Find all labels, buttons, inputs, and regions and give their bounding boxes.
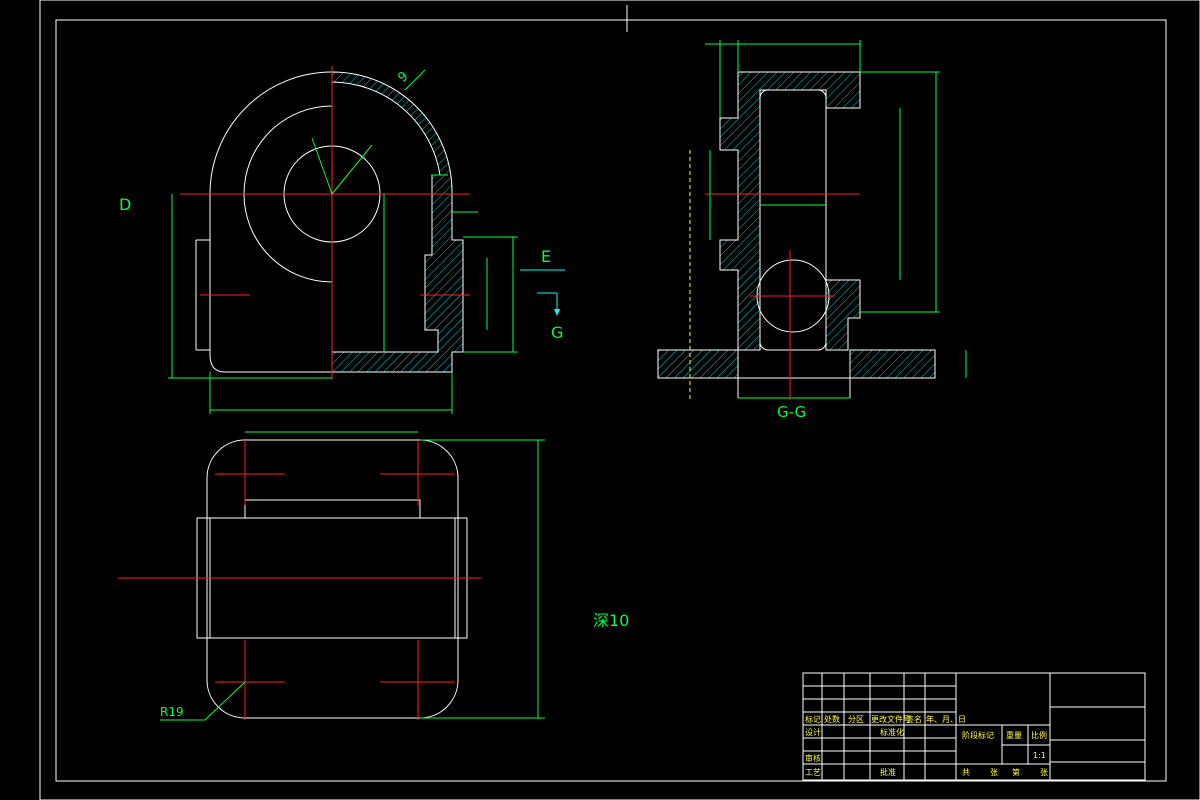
tb-zone: 分区 <box>848 715 864 724</box>
tb-design: 设计 <box>805 727 821 737</box>
gg-hatched-right <box>825 279 861 351</box>
front-outline <box>209 71 452 373</box>
tb-approve: 批准 <box>880 767 896 777</box>
tb-process: 工艺 <box>805 768 821 777</box>
gg-hatched-left <box>719 71 861 351</box>
tb-scale: 比例 <box>1031 730 1047 740</box>
tb-weight: 重量 <box>1006 730 1022 740</box>
angle-mark-label: 9 <box>395 69 411 86</box>
tb-mark: 标记 <box>805 714 821 724</box>
arrow-g-head <box>554 309 560 316</box>
tb-count: 处数 <box>824 714 840 724</box>
radius-line1 <box>331 144 373 195</box>
tb-stage-mark: 阶段标记 <box>962 730 994 740</box>
tb-sheet-no: 第 <box>1012 767 1020 777</box>
tb-review: 审核 <box>805 753 821 763</box>
tb-sheet: 张 <box>990 768 998 777</box>
radius-note: R19 <box>160 705 184 719</box>
tb-change-doc: 更改文件号 <box>871 714 911 724</box>
front-hatched-wall <box>331 71 464 373</box>
tb-sheet-end: 张 <box>1040 768 1048 777</box>
section-label-gg: G-G <box>777 403 806 421</box>
gg-base-left <box>657 349 739 379</box>
view-label-d: D <box>119 195 131 214</box>
tb-standardization: 标准化 <box>880 727 904 737</box>
title-block <box>802 672 1146 781</box>
gg-base-right <box>849 349 936 379</box>
top-slot <box>244 499 421 518</box>
r19-leader <box>204 681 246 721</box>
view-label-g: G <box>551 323 563 342</box>
tb-date: 年、月、日 <box>926 714 966 724</box>
drawing-frame <box>55 19 1167 782</box>
front-view <box>168 66 565 414</box>
depth-note: 深10 <box>593 611 629 630</box>
view-label-e: E <box>541 247 551 266</box>
angle-leader <box>404 69 426 91</box>
tb-signature: 签名 <box>906 714 922 724</box>
outer-border <box>39 0 1200 800</box>
radius-line2 <box>311 137 333 195</box>
tb-sheets-total: 共 <box>962 768 970 777</box>
top-view <box>118 431 545 721</box>
gg-cavity <box>759 89 827 351</box>
section-gg-view <box>657 40 967 400</box>
tb-scale-value: 1:1 <box>1033 751 1046 760</box>
